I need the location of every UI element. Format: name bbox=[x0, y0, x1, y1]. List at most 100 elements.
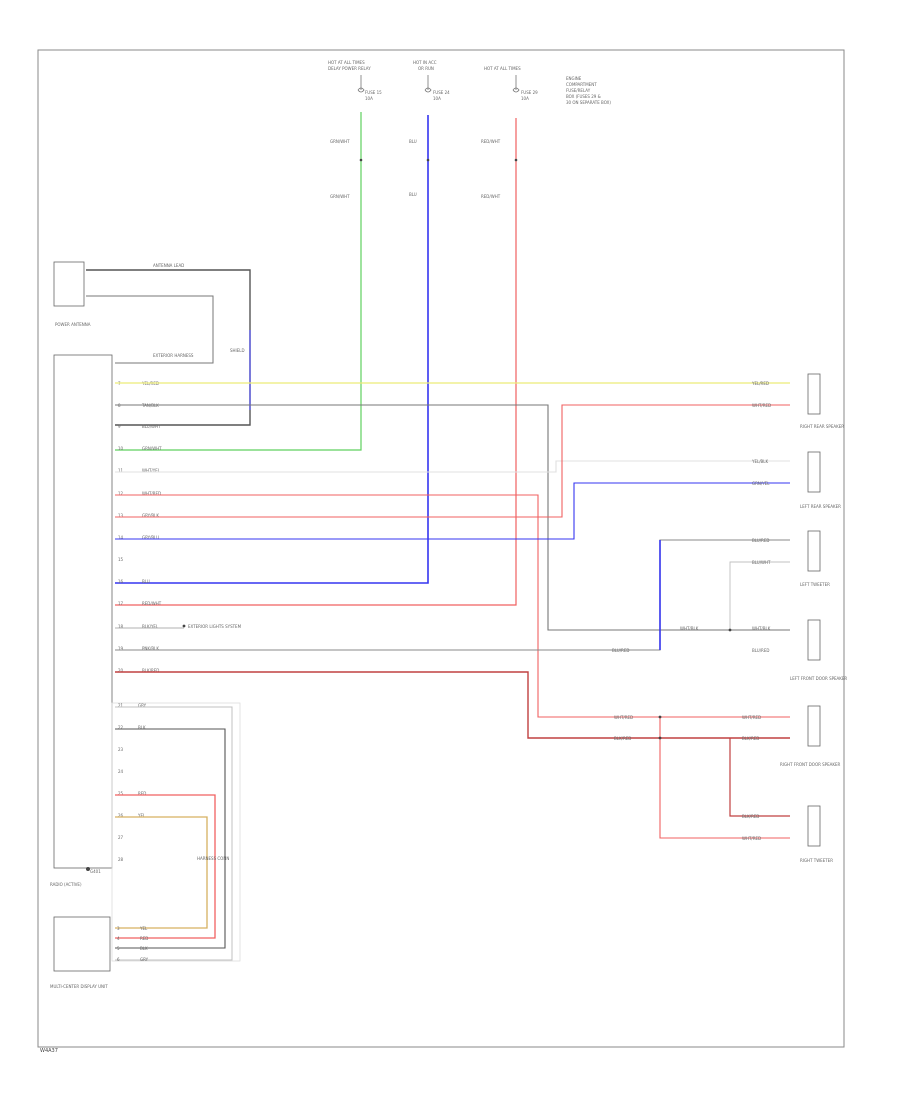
right-rear-speaker-label: RIGHT REAR SPEAKER bbox=[800, 424, 844, 429]
note-line-2: COMPARTMENT bbox=[566, 82, 597, 87]
radio-pin-16: 16 bbox=[118, 579, 124, 584]
radio-pin-12: 12 bbox=[118, 491, 124, 496]
wire-blk-display bbox=[115, 728, 226, 949]
display-unit-label: MULTI-CENTER DISPLAY UNIT bbox=[50, 984, 108, 989]
wire-label-red-wht-upper: RED/WHT bbox=[481, 139, 501, 144]
radio-pin-14-wire: GRY/BLU bbox=[142, 535, 159, 540]
lr-wire-label-1: YEL/BLK bbox=[751, 459, 769, 464]
left-front-speaker: LEFT FRONT DOOR SPEAKER bbox=[790, 619, 847, 681]
wire-pnk-blk bbox=[115, 539, 790, 651]
right-front-speaker: RIGHT FRONT DOOR SPEAKER bbox=[780, 705, 841, 767]
wire-wht-yel bbox=[115, 460, 790, 473]
wire-gry-display bbox=[115, 706, 233, 961]
rf-wire-label-4: BLK/RED bbox=[742, 736, 759, 741]
source-3-amp: 10A bbox=[521, 96, 529, 101]
wire-label-grn-wht-upper: GRN/WHT bbox=[330, 139, 350, 144]
lower-pin-22: 22 bbox=[118, 725, 124, 730]
wire-label-blu-lower: BLU bbox=[409, 192, 417, 197]
rt-wire-label-1: BLK/RED bbox=[742, 814, 759, 819]
wire-label-grn-wht-lower: GRN/WHT bbox=[330, 194, 350, 199]
page-frame bbox=[37, 49, 845, 1048]
wire-yel-display bbox=[115, 816, 208, 929]
lower-pin-26: 26 bbox=[118, 813, 124, 818]
rf-wire-label-2: WHT/RED bbox=[742, 715, 761, 720]
power-source-fuse-24: HOT IN ACC OR RUN FUSE 24 10A bbox=[413, 60, 450, 101]
left-rear-speaker-body bbox=[807, 451, 821, 493]
power-source-fuse-15: HOT AT ALL TIMES DELAY POWER RELAY FUSE … bbox=[328, 60, 382, 101]
lr-wire-label-2: GRN/YEL bbox=[752, 481, 770, 486]
power-antenna-label: POWER ANTENNA bbox=[55, 322, 91, 327]
rr-wire-label-1: YEL/RED bbox=[751, 381, 769, 386]
wire-grn-wht-feed bbox=[115, 112, 362, 451]
display-pin-list: 3 YEL 4 RED 5 BLK 6 GRY bbox=[117, 926, 149, 962]
wire-antenna-power bbox=[86, 295, 214, 364]
source-1-sub: DELAY POWER RELAY bbox=[328, 66, 371, 71]
power-source-fuse-29: HOT AT ALL TIMES FUSE 29 10A bbox=[484, 66, 538, 101]
lower-pin-24: 24 bbox=[118, 769, 124, 774]
wire-red-display bbox=[115, 794, 216, 939]
display-pin-4-wire: RED bbox=[140, 936, 148, 941]
radio-label: RADIO (ACTIVE) bbox=[50, 882, 82, 887]
source-1-amp: 10A bbox=[365, 96, 373, 101]
wire-blk-red bbox=[115, 671, 790, 739]
radio-pin-19: 19 bbox=[118, 646, 124, 651]
source-3-fuse: FUSE 29 bbox=[521, 90, 538, 95]
left-rear-speaker-label: LEFT REAR SPEAKER bbox=[800, 504, 841, 509]
fuse-24-symbol bbox=[424, 87, 432, 93]
right-rear-speaker-body bbox=[807, 373, 821, 415]
radio-pin-13: 13 bbox=[118, 513, 124, 518]
radio-box bbox=[53, 354, 113, 869]
display-pin-6-wire: GRY bbox=[140, 957, 149, 962]
radio-pin-10-wire: GRN/WHT bbox=[142, 446, 162, 451]
radio-pin-13-wire: GRY/BLK bbox=[142, 513, 159, 518]
lf-wire-label-2: WHT/BLK bbox=[752, 626, 771, 631]
display-pin-4: 4 bbox=[117, 936, 120, 941]
wire-left-tweeter bbox=[729, 561, 790, 630]
note-line-4: BOX (FUSES 29 & bbox=[566, 94, 601, 99]
note-line-1: ENGINE bbox=[566, 76, 582, 81]
shield-label: SHIELD bbox=[230, 348, 245, 353]
splice-dot bbox=[728, 628, 732, 632]
radio-pin-16-wire: BLU bbox=[142, 579, 150, 584]
radio-pin-9: 9 bbox=[118, 424, 121, 429]
source-2-title: HOT IN ACC bbox=[413, 60, 437, 65]
left-front-speaker-body bbox=[807, 619, 821, 661]
left-tweeter: LEFT TWEETER bbox=[800, 530, 830, 587]
right-tweeter: RIGHT TWEETER bbox=[800, 805, 833, 863]
radio-pin-17: 17 bbox=[118, 601, 124, 606]
wire-label-blu-upper: BLU bbox=[409, 139, 417, 144]
radio-pin-17-wire: RED/WHT bbox=[142, 601, 162, 606]
connector-dot bbox=[182, 624, 186, 628]
radio-pin-18: 18 bbox=[118, 624, 124, 629]
display-pin-3-wire: YEL bbox=[139, 926, 148, 931]
splice-dot bbox=[658, 715, 662, 719]
radio-pin-11: 11 bbox=[118, 468, 124, 473]
lower-pin-21: 21 bbox=[118, 703, 124, 708]
note-line-5: 30 ON SEPARATE BOX) bbox=[566, 100, 611, 105]
lower-pin-21-wire: GRY bbox=[138, 703, 147, 708]
right-tweeter-body bbox=[807, 805, 821, 847]
splice-dot bbox=[658, 736, 662, 740]
connector-dot bbox=[426, 158, 430, 162]
lower-pin-25-wire: RED bbox=[138, 791, 146, 796]
radio-pin-15: 15 bbox=[118, 557, 124, 562]
left-front-speaker-label: LEFT FRONT DOOR SPEAKER bbox=[790, 676, 847, 681]
fuse-29-symbol bbox=[512, 87, 520, 93]
radio-pin-9-wire: BLU/WHT bbox=[142, 424, 161, 429]
radio-pin-18-wire: BLK/YEL bbox=[142, 624, 159, 629]
radio-pin-14: 14 bbox=[118, 535, 124, 540]
wire-right-tweeter-red bbox=[659, 717, 790, 839]
rt-wire-label-2: WHT/RED bbox=[742, 836, 761, 841]
radio-pin-12-wire: WHT/RED bbox=[142, 491, 161, 496]
lower-pin-25: 25 bbox=[118, 791, 124, 796]
lower-pin-26-wire: YEL bbox=[137, 813, 146, 818]
wire-right-tweeter-blk bbox=[729, 738, 790, 817]
source-1-fuse: FUSE 15 bbox=[365, 90, 382, 95]
rf-wire-label-1: WHT/RED bbox=[614, 715, 633, 720]
radio-pin-11-wire: WHT/YEL bbox=[142, 468, 161, 473]
fuse-15-symbol bbox=[357, 87, 365, 93]
rf-wire-label-3: BLK/RED bbox=[614, 736, 631, 741]
lf-wire-label-1: WHT/BLK bbox=[680, 626, 699, 631]
harness-conn-label: HARNESS CONN bbox=[197, 856, 229, 861]
ext-harness-label: EXTERIOR HARNESS bbox=[153, 353, 194, 358]
